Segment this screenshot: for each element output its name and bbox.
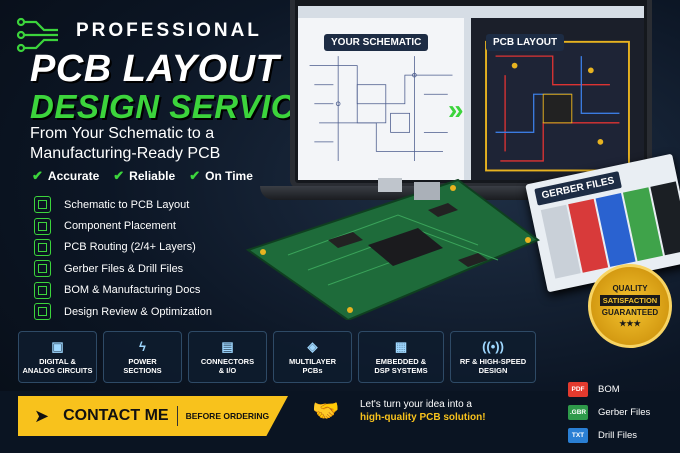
- page-title-sub: DESIGN SERVICE: [30, 88, 318, 125]
- connector-icon: ▤: [221, 338, 234, 354]
- check-item: ✔Reliable: [113, 168, 176, 183]
- page-title: PCB LAYOUT: [30, 48, 280, 90]
- routing-icon: [34, 238, 51, 256]
- antenna-icon: ((•)): [482, 338, 504, 354]
- clipboard-icon: [34, 281, 51, 299]
- laptop-screen: YOUR SCHEMATIC PCB LAYOUT »: [298, 6, 644, 180]
- quality-seal: QUALITY SATISFACTION GUARANTEED ★★★: [588, 264, 672, 348]
- pcb-board-illustration: [245, 178, 540, 320]
- checkmark-icon: ✔: [32, 168, 43, 183]
- circuit-icon: [16, 17, 58, 53]
- pcb-layout-drawing: [485, 40, 630, 172]
- feature-item: Schematic to PCB Layout: [34, 194, 294, 215]
- contact-button[interactable]: ➤ CONTACT ME BEFORE ORDERING: [18, 396, 288, 436]
- feature-item: Design Review & Optimization: [34, 301, 294, 322]
- component-icon: [34, 217, 51, 235]
- gear-icon: [34, 303, 51, 321]
- handshake-icon: 🤝: [312, 398, 340, 423]
- check-item: ✔On Time: [189, 168, 253, 183]
- checkmark-icon: ✔: [189, 168, 201, 183]
- professional-label: PROFESSIONAL: [76, 20, 262, 41]
- file-item-drill: TXT Drill Files: [556, 424, 650, 447]
- layers-icon: ◈: [307, 338, 318, 354]
- processor-icon: ▦: [394, 338, 408, 354]
- tagline: Let's turn your idea into a high-quality…: [360, 399, 486, 423]
- chip-icon: ▣: [51, 338, 64, 354]
- schematic-drawing: [309, 56, 453, 161]
- lightning-icon: ϟ: [139, 338, 146, 354]
- txt-file-icon: TXT: [568, 428, 588, 443]
- category-digital-analog: ▣ DIGITAL &ANALOG CIRCUITS: [18, 331, 97, 383]
- checkmark-icon: ✔: [113, 168, 125, 183]
- file-list: PDF BOM .GBR Gerber Files TXT Drill File…: [556, 378, 650, 447]
- file-icon: [34, 260, 51, 278]
- tab-pcb-layout: PCB LAYOUT: [486, 34, 565, 51]
- file-item-bom: PDF BOM: [556, 378, 650, 401]
- feature-item: Component Placement: [34, 215, 294, 236]
- laptop-illustration: YOUR SCHEMATIC PCB LAYOUT »: [290, 0, 652, 188]
- file-item-gerber: .GBR Gerber Files: [568, 405, 651, 420]
- gbr-file-icon: .GBR: [568, 405, 588, 420]
- paper-plane-icon: ➤: [34, 405, 50, 426]
- stars-icon: ★★★: [619, 319, 641, 328]
- tab-your-schematic: YOUR SCHEMATIC: [324, 34, 429, 51]
- double-chevron-icon: »: [448, 94, 464, 125]
- category-embedded: ▦ EMBEDDED &DSP SYSTEMS: [358, 331, 444, 383]
- feature-item: PCB Routing (2/4+ Layers): [34, 237, 294, 258]
- check-item: ✔Accurate: [32, 168, 100, 183]
- subtitle: From Your Schematic to a Manufacturing-R…: [30, 125, 221, 162]
- category-connectors: ▤ CONNECTORS& I/O: [188, 331, 267, 383]
- check-list: ✔Accurate ✔Reliable ✔On Time: [32, 168, 253, 184]
- pdf-file-icon: PDF: [568, 382, 588, 397]
- feature-list: Schematic to PCB Layout Component Placem…: [34, 194, 294, 322]
- schematic-icon: [34, 196, 51, 214]
- feature-item: BOM & Manufacturing Docs: [34, 280, 294, 301]
- divider: [176, 406, 178, 426]
- feature-item: Gerber Files & Drill Files: [34, 258, 294, 279]
